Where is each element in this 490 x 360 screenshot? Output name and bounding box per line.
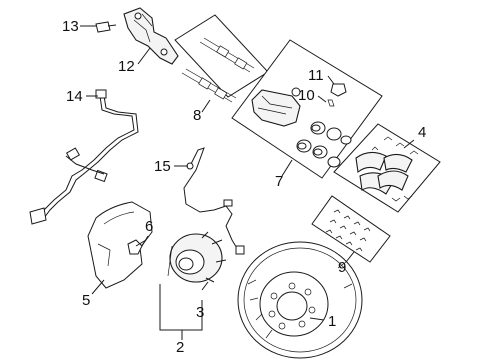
bracket-bolt <box>95 21 117 33</box>
brake-pad-kit-panel <box>333 123 441 213</box>
bolt-kit-panel <box>174 14 269 103</box>
callout-5: 5 <box>82 292 90 309</box>
callout-14: 14 <box>66 88 83 105</box>
dust-shield <box>87 201 153 289</box>
hardware-kit-panel <box>311 195 391 263</box>
callout-12: 12 <box>118 58 135 75</box>
callout-13: 13 <box>62 18 79 35</box>
callout-10: 10 <box>298 87 315 104</box>
callout-3: 3 <box>196 304 204 321</box>
callout-8: 8 <box>193 107 201 124</box>
callout-1: 1 <box>328 313 336 330</box>
callout-7: 7 <box>275 173 283 190</box>
caliper-kit-panel <box>231 39 383 179</box>
callout-15: 15 <box>154 158 171 175</box>
callout-9: 9 <box>338 259 346 276</box>
shield-bolt <box>127 239 147 255</box>
leader-lines <box>80 25 415 340</box>
callout-4: 4 <box>418 124 426 141</box>
brake-hose <box>29 89 139 225</box>
caliper-bracket <box>123 7 179 65</box>
callout-11: 11 <box>308 67 324 84</box>
callout-2: 2 <box>176 339 184 356</box>
callout-6: 6 <box>145 218 153 235</box>
wheel-hub <box>167 231 227 283</box>
brake-rotor <box>237 241 363 359</box>
abs-sensor-wire <box>183 147 245 255</box>
